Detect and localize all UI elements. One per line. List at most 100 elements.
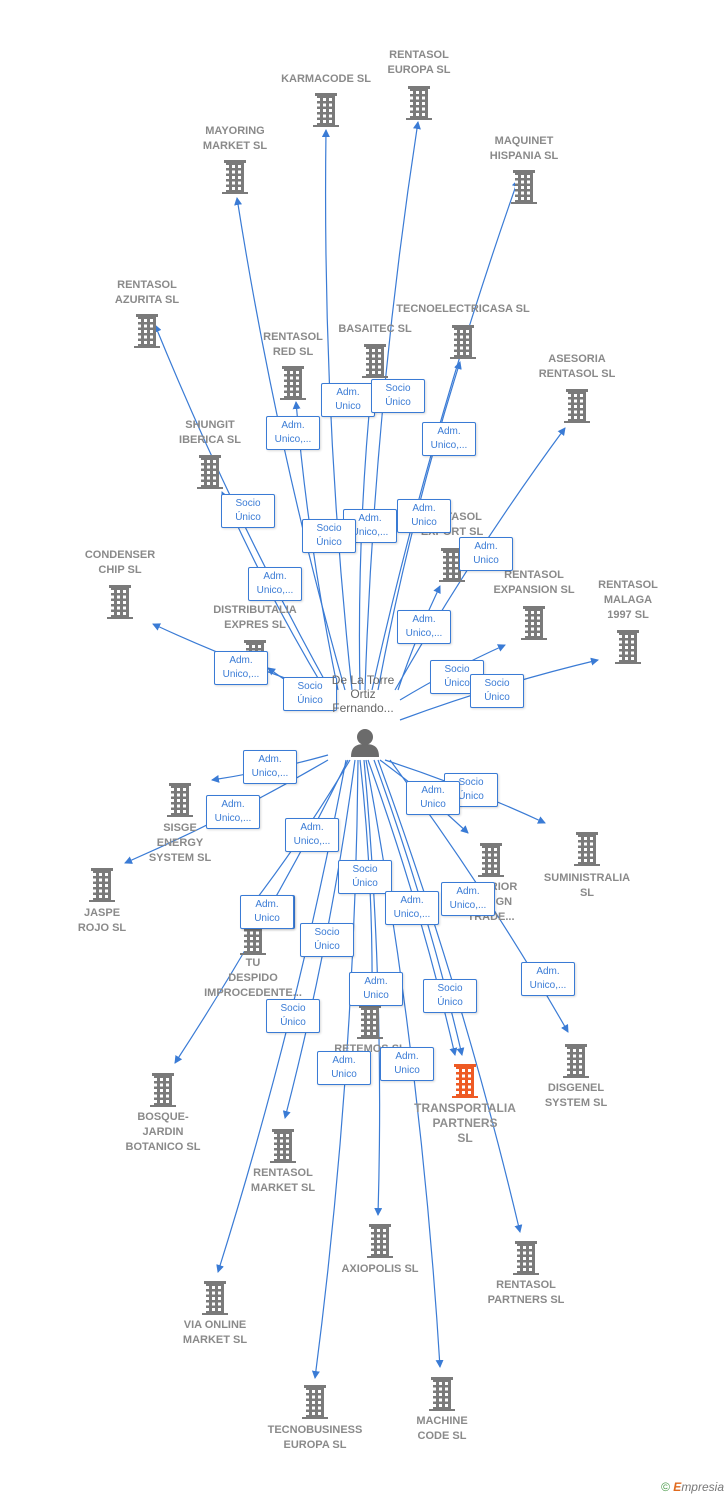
building-window bbox=[207, 465, 210, 469]
building-window bbox=[439, 1393, 442, 1396]
role-badge[interactable]: Adm. Unico,... bbox=[422, 422, 476, 456]
company-label-machine[interactable]: MACHINE CODE SL bbox=[416, 1415, 468, 1442]
building-window bbox=[318, 1406, 321, 1410]
company-label-tecnobusiness[interactable]: TECNOBUSINESS EUROPA SL bbox=[267, 1424, 363, 1451]
building-window bbox=[574, 416, 577, 419]
building-window bbox=[371, 1240, 374, 1243]
building-window bbox=[290, 393, 293, 396]
building-window bbox=[201, 482, 204, 485]
building-window bbox=[123, 590, 126, 593]
building-window bbox=[144, 330, 147, 333]
company-label-jaspe[interactable]: JASPE ROJO SL bbox=[77, 907, 127, 934]
building-window bbox=[410, 102, 413, 105]
building-window bbox=[238, 181, 241, 185]
building-window bbox=[154, 1089, 157, 1092]
role-badge[interactable]: Adm. Unico bbox=[321, 383, 375, 417]
role-badge[interactable]: Adm. Unico,... bbox=[214, 651, 268, 685]
company-label-rentasol-partners[interactable]: RENTASOL PARTNERS SL bbox=[487, 1279, 565, 1306]
role-badge[interactable]: Adm. Unico,... bbox=[385, 891, 439, 925]
building-window bbox=[258, 645, 261, 648]
company-label-transportalia[interactable]: TRANSPORTALIA PARTNERS SL bbox=[414, 1101, 516, 1145]
role-badge[interactable]: Socio Único bbox=[221, 494, 275, 528]
building-window bbox=[284, 382, 287, 385]
building-window bbox=[517, 1251, 520, 1255]
building-window bbox=[290, 382, 293, 385]
building-window bbox=[619, 640, 622, 644]
building-window bbox=[462, 1085, 465, 1089]
role-badge[interactable]: Adm. Unico,... bbox=[206, 795, 260, 829]
company-label-rentasol-red[interactable]: RENTASOL RED SL bbox=[263, 331, 323, 358]
building-window bbox=[284, 371, 287, 374]
building-window bbox=[449, 553, 452, 556]
building-window bbox=[579, 1049, 582, 1052]
role-badge[interactable]: Adm. Unico bbox=[349, 972, 403, 1006]
company-label-maquinet[interactable]: MAQUINET HISPANIA SL bbox=[489, 135, 559, 162]
building-window bbox=[433, 1393, 436, 1396]
role-badge[interactable]: Socio Único bbox=[338, 860, 392, 894]
company-label-basaitec[interactable]: BASAITEC SL bbox=[338, 323, 412, 335]
role-badge[interactable]: Adm. Unico,... bbox=[397, 610, 451, 644]
company-label-bosque[interactable]: BOSQUE- JARDIN BOTANICO SL bbox=[125, 1111, 201, 1153]
building-window bbox=[296, 371, 299, 374]
building-window bbox=[383, 1245, 386, 1249]
building-window bbox=[521, 175, 524, 178]
company-label-tecnoelectricasa[interactable]: TECNOELECTRICASA SL bbox=[396, 303, 530, 315]
role-badge[interactable]: Socio Único bbox=[300, 923, 354, 957]
person-node[interactable] bbox=[351, 729, 379, 757]
role-badge[interactable]: Socio Único bbox=[283, 677, 337, 711]
company-label-shungit[interactable]: SHUNGIT IBERICA SL bbox=[179, 419, 241, 446]
company-label-axiopolis[interactable]: AXIOPOLIS SL bbox=[341, 1263, 419, 1275]
building-window bbox=[372, 354, 375, 358]
building-window bbox=[306, 1412, 309, 1415]
person-name[interactable]: De La Torre Ortiz Fernando... bbox=[331, 673, 395, 715]
building-window bbox=[246, 645, 249, 648]
building-window bbox=[213, 476, 216, 480]
building-window bbox=[284, 376, 287, 380]
role-badge[interactable]: Adm. Unico,... bbox=[285, 818, 339, 852]
company-label-via-online[interactable]: VIA ONLINE MARKET SL bbox=[182, 1319, 248, 1346]
role-badge[interactable]: Adm. Unico bbox=[459, 537, 513, 571]
company-label-condenser[interactable]: CONDENSER CHIP SL bbox=[84, 549, 156, 576]
building-window bbox=[455, 575, 458, 578]
building-window bbox=[250, 948, 253, 951]
building-window bbox=[468, 1080, 471, 1083]
role-badge[interactable]: Adm. Unico,... bbox=[243, 750, 297, 784]
role-badge[interactable]: Adm. Unico bbox=[397, 499, 451, 533]
company-label-suministralia[interactable]: SUMINISTRALIA SL bbox=[543, 872, 631, 899]
role-badge[interactable]: Socio Único bbox=[302, 519, 356, 553]
company-label-rentasol-azurita[interactable]: RENTASOL AZURITA SL bbox=[114, 279, 180, 306]
company-label-rentasol-europa[interactable]: RENTASOL EUROPA SL bbox=[387, 49, 451, 76]
building-window bbox=[531, 616, 534, 620]
building-window bbox=[568, 394, 571, 397]
building-window bbox=[274, 1134, 277, 1137]
building-window bbox=[329, 120, 332, 123]
building-window bbox=[515, 186, 518, 189]
role-badge[interactable]: Socio Único bbox=[266, 999, 320, 1033]
company-label-rentasol-malaga[interactable]: RENTASOL MALAGA 1997 SL bbox=[598, 579, 658, 621]
building-window bbox=[529, 1246, 532, 1249]
role-badge[interactable]: Adm. Unico,... bbox=[521, 962, 575, 996]
role-badge[interactable]: Adm. Unico,... bbox=[266, 416, 320, 450]
company-label-rentasol-market[interactable]: RENTASOL MARKET SL bbox=[250, 1167, 316, 1194]
company-label-distributalia[interactable]: DISTRIBUTALIA EXPRES SL bbox=[213, 604, 297, 631]
role-badge[interactable]: Socio Único bbox=[371, 379, 425, 413]
company-label-mayoring[interactable]: MAYORING MARKET SL bbox=[202, 125, 268, 152]
role-badge[interactable]: Socio Único bbox=[470, 674, 524, 708]
role-badge[interactable]: Adm. Unico,... bbox=[248, 567, 302, 601]
role-badge[interactable]: Adm. Unico bbox=[406, 781, 460, 815]
company-label-asesoria-rentasol[interactable]: ASESORIA RENTASOL SL bbox=[538, 353, 616, 380]
role-badge[interactable]: Socio Único bbox=[423, 979, 477, 1013]
role-badge[interactable]: Adm. Unico bbox=[240, 895, 294, 929]
company-label-karmacode[interactable]: KARMACODE SL bbox=[281, 73, 371, 85]
company-label-sisge[interactable]: SISGE ENERGY SYSTEM SL bbox=[148, 822, 212, 864]
building-window bbox=[574, 399, 577, 403]
role-badge[interactable]: Adm. Unico bbox=[380, 1047, 434, 1081]
building-window bbox=[160, 1100, 163, 1103]
building-window bbox=[361, 1026, 364, 1030]
company-label-disgenel[interactable]: DISGENEL SYSTEM SL bbox=[544, 1082, 608, 1109]
company-label-rentasol-expansion[interactable]: RENTASOL EXPANSION SL bbox=[493, 569, 575, 596]
role-badge[interactable]: Adm. Unico bbox=[317, 1051, 371, 1085]
role-badge[interactable]: Adm. Unico,... bbox=[441, 882, 495, 916]
building-window bbox=[371, 1234, 374, 1238]
company-label-tu-despido[interactable]: TU DESPIDO IMPROCEDENTE... bbox=[204, 957, 302, 999]
